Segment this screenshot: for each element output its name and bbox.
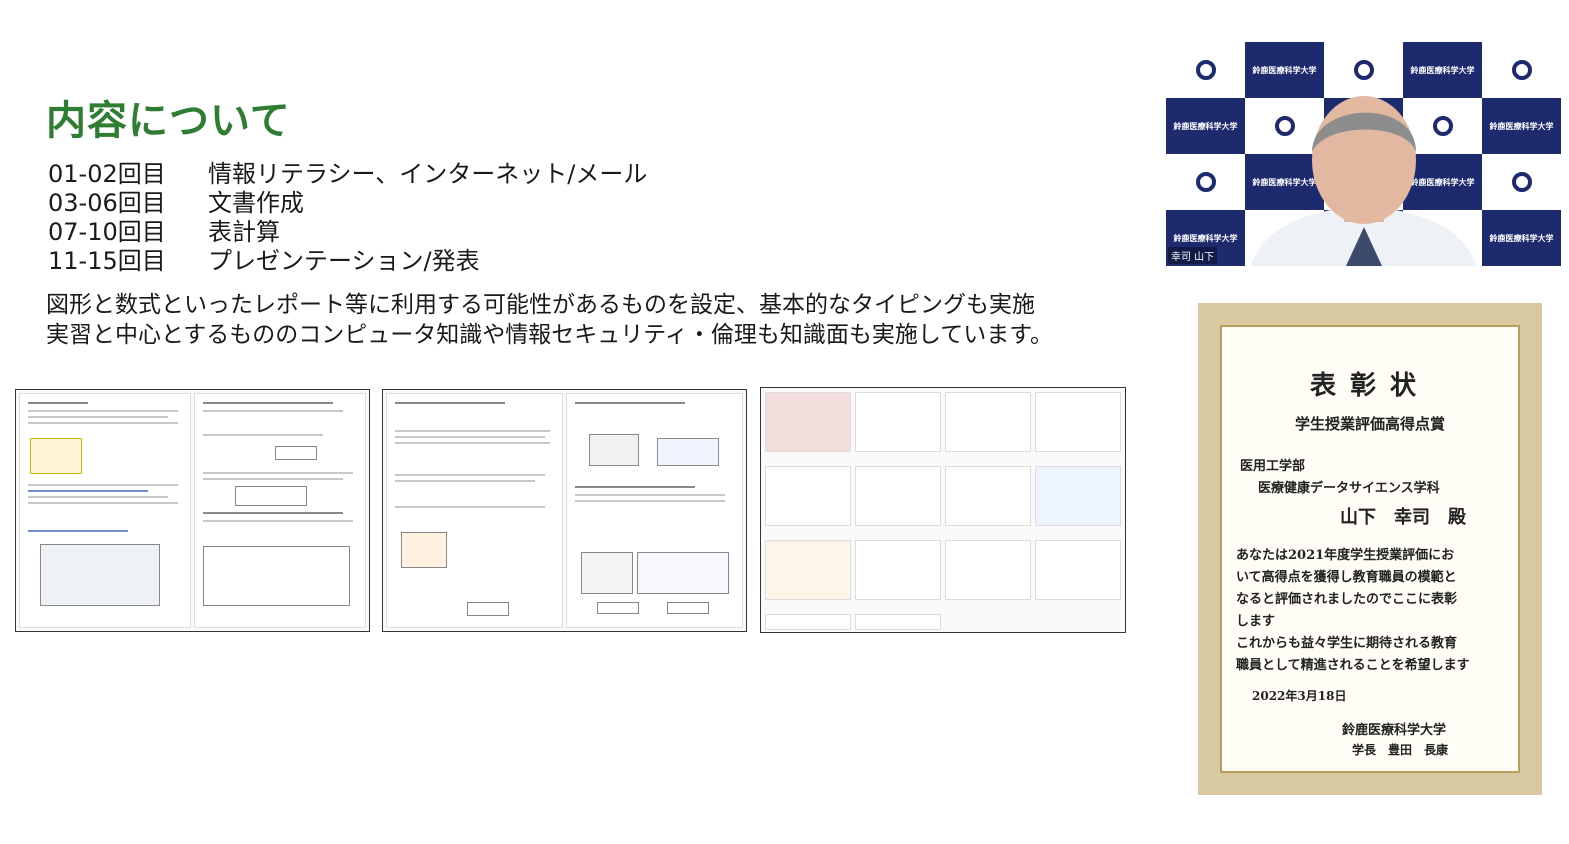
course-summary: 図形と数式といったレポート等に利用する可能性があるものを設定、基本的なタイピング… [46, 290, 1053, 350]
document-page [20, 394, 190, 627]
schedule-row: 01-02回目 情報リテラシー、インターネット/メール [48, 160, 647, 189]
banner-tile: 鈴鹿医療科学大学 [1245, 154, 1324, 210]
schedule-range: 03-06回目 [48, 189, 166, 217]
schedule-topic: 情報リテラシー、インターネット/メール [208, 160, 648, 188]
schedule-row: 03-06回目 文書作成 [48, 189, 647, 218]
schedule-row: 07-10回目 表計算 [48, 218, 647, 247]
banner-tile: 鈴鹿医療科学大学 [1482, 98, 1561, 154]
certificate-paper: 表彰状 学生授業評価高得点賞 医用工学部 医療健康データサイエンス学科 山下 幸… [1220, 325, 1520, 773]
certificate-body-line: なると評価されましたのでここに表彰 [1236, 592, 1458, 607]
schedule-range: 07-10回目 [48, 218, 166, 246]
course-schedule: 01-02回目 情報リテラシー、インターネット/メール 03-06回目 文書作成… [48, 160, 647, 276]
slide-title: 内容について [46, 98, 291, 144]
spreadsheet-thumbnail [382, 389, 747, 632]
document-page [387, 394, 562, 627]
schedule-range: 11-15回目 [48, 247, 166, 275]
presentation-thumbnail [760, 387, 1126, 633]
banner-tile: 鈴鹿医療科学大学 [1403, 42, 1482, 98]
certificate-body: あなたは2021年度学生授業評価にお いて高得点を獲得し教育職員の模範と なると… [1236, 545, 1516, 677]
recipient-faculty: 医用工学部 [1240, 459, 1306, 474]
schedule-topic: プレゼンテーション/発表 [208, 247, 480, 275]
banner-tile: 鈴鹿医療科学大学 [1245, 42, 1324, 98]
recipient-department: 医療健康データサイエンス学科 [1258, 481, 1440, 496]
webcam-feed: 鈴鹿医療科学大学 鈴鹿医療科学大学 鈴鹿医療科学大学 鈴鹿医療科学大学 鈴鹿医療… [1166, 42, 1561, 266]
university-logo-icon [1511, 172, 1532, 192]
award-name: 学生授業評価高得点賞 [1294, 415, 1445, 433]
university-president: 学長 豊田 長康 [1352, 743, 1449, 757]
certificate-body-line: いて高得点を獲得し教育職員の模範と [1236, 570, 1457, 585]
university-logo-icon [1195, 60, 1216, 80]
participant-name-label: 幸司 山下 [1168, 247, 1218, 264]
banner-tile: 鈴鹿医療科学大学 [1482, 210, 1561, 266]
schedule-range: 01-02回目 [48, 160, 166, 188]
certificate-body-line: します [1236, 614, 1276, 629]
summary-line: 実習と中心とするもののコンピュータ知識や情報セキュリティ・倫理も知識面も実施して… [46, 322, 1053, 348]
university-logo-icon [1432, 116, 1453, 136]
issuing-university: 鈴鹿医療科学大学 [1342, 723, 1447, 738]
certificate-title: 表彰状 [1309, 371, 1430, 401]
university-logo-icon [1353, 60, 1374, 80]
university-logo-icon [1274, 116, 1295, 136]
schedule-topic: 表計算 [208, 218, 280, 246]
schedule-topic: 文書作成 [208, 189, 304, 217]
banner-tile: 鈴鹿医療科学大学 [1403, 154, 1482, 210]
university-logo-icon [1195, 172, 1216, 192]
university-logo-icon [1511, 60, 1532, 80]
certificate-body-line: 職員として精進されることを希望します [1236, 658, 1470, 673]
document-page [195, 394, 365, 627]
summary-line: 図形と数式といったレポート等に利用する可能性があるものを設定、基本的なタイピング… [46, 292, 1035, 318]
certificate-body-line: あなたは2021年度学生授業評価にお [1236, 548, 1455, 563]
banner-tile: 鈴鹿医療科学大学 [1166, 98, 1245, 154]
schedule-row: 11-15回目 プレゼンテーション/発表 [48, 247, 647, 276]
certificate-date: 2022年3月18日 [1252, 689, 1347, 703]
award-certificate: 表彰状 学生授業評価高得点賞 医用工学部 医療健康データサイエンス学科 山下 幸… [1198, 303, 1542, 795]
banner-tile: 鈴鹿医療科学大学 [1166, 210, 1245, 266]
recipient-name: 山下 幸司 殿 [1340, 507, 1466, 528]
document-page [567, 394, 742, 627]
presenter-video [1251, 96, 1476, 266]
document-thumbnail [15, 389, 370, 632]
certificate-body-line: これからも益々学生に期待される教育 [1236, 636, 1458, 651]
